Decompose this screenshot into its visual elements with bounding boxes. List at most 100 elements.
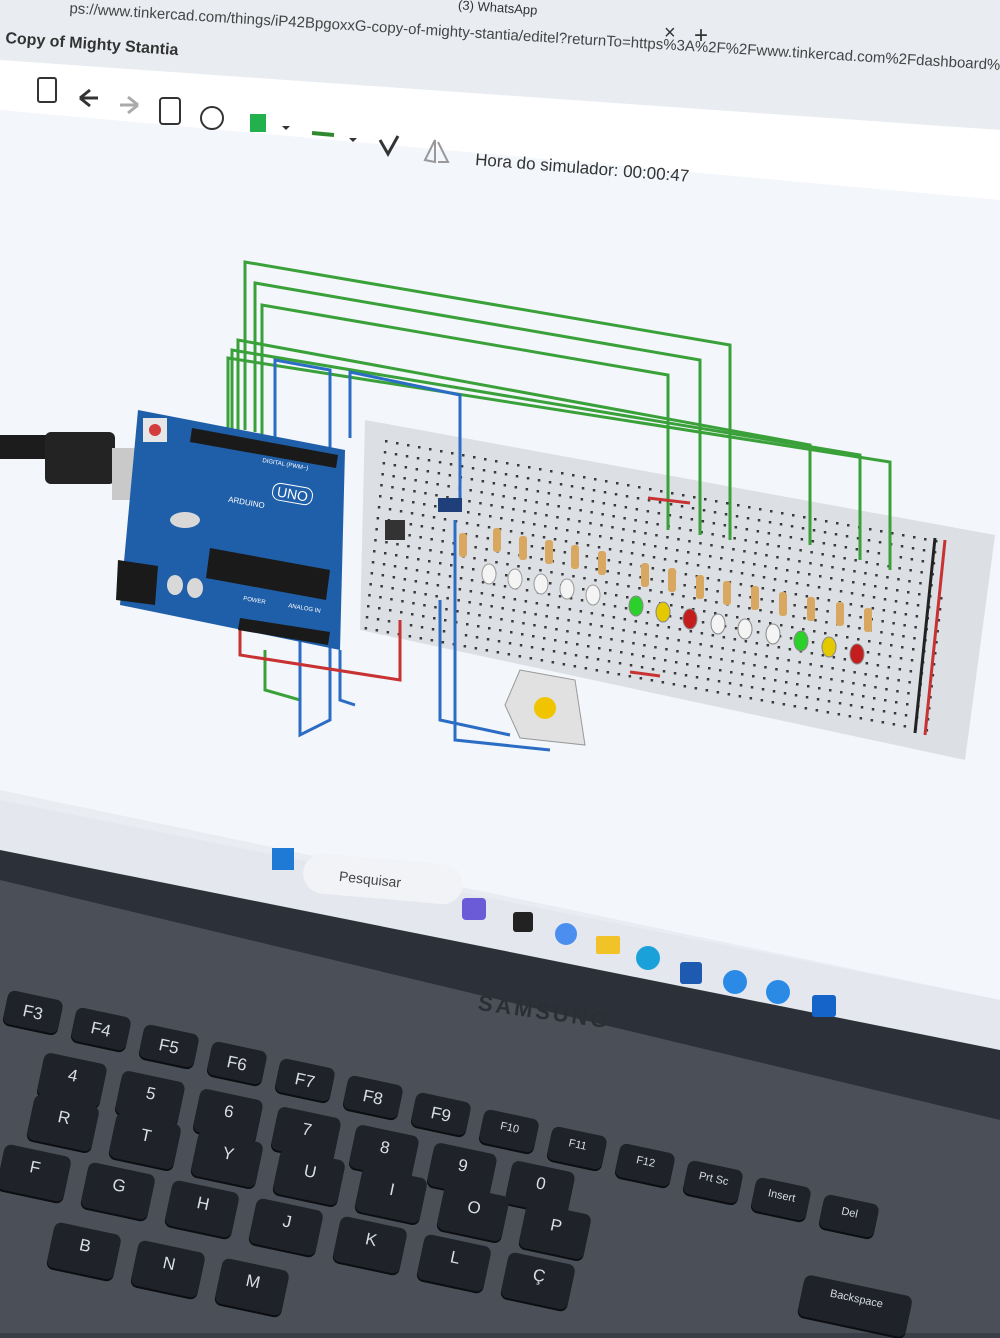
breadboard-hole [380,585,383,588]
breadboard-hole [882,710,886,713]
breadboard-hole [407,444,410,447]
breadboard-hole [449,463,453,466]
breadboard-hole [423,503,426,506]
new-tab-button[interactable]: + [694,22,709,49]
breadboard-hole [410,512,414,515]
breadboard-hole [607,660,611,663]
resistor [696,575,704,599]
breadboard-hole [421,514,425,517]
breadboard-hole [874,585,877,588]
breadboard-hole [493,471,497,474]
breadboard-hole [775,567,778,570]
breadboard-hole [502,495,505,498]
breadboard-hole [918,593,921,596]
breadboard-hole [532,635,535,638]
breadboard-hole [423,604,426,607]
breadboard-hole [684,674,688,677]
breadboard-hole [646,510,650,513]
breadboard-hole [611,627,614,630]
breadboard-hole [733,537,736,540]
breadboard-hole [645,521,648,524]
breadboard-hole [909,569,912,572]
breadboard-hole [734,627,738,630]
breadboard-hole [585,656,589,659]
breadboard-hole [878,541,882,544]
breadboard-hole [678,628,682,631]
breadboard-hole [669,503,673,506]
breadboard-hole [683,685,687,688]
breadboard-hole [650,679,654,682]
breadboard-hole [811,540,815,543]
breadboard-hole [704,498,707,501]
breadboard-hole [588,634,591,637]
breadboard-hole [558,595,562,598]
breadboard-hole [644,633,647,636]
breadboard-hole [890,644,893,647]
breadboard-hole [557,505,560,508]
breadboard-hole [841,680,844,683]
breadboard-hole [402,488,405,491]
breadboard-hole [507,653,511,656]
breadboard-hole [628,675,632,678]
breadboard-hole [513,497,516,500]
breadboard-hole [517,464,520,467]
breadboard-hole [511,519,514,522]
breadboard-hole [622,629,625,632]
chevron-down-icon [282,126,290,130]
breadboard-hole [853,671,856,674]
breadboard-hole [832,555,835,558]
close-icon[interactable]: × [664,22,676,44]
breadboard-hole [764,666,767,669]
breadboard-hole [709,656,712,659]
breadboard-hole [880,530,883,533]
breadboard-hole [546,604,550,607]
breadboard-hole [846,636,849,639]
breadboard-hole [652,556,656,559]
edge-icon [636,946,660,970]
breadboard-hole [711,533,714,536]
wire-style-icon [311,131,335,137]
copilot-icon [555,923,577,945]
breadboard-hole [902,635,905,638]
keyboard-deck [0,880,1000,1333]
breadboard-hole [789,637,793,640]
breadboard-hole [875,675,878,678]
breadboard-hole [715,601,718,604]
breadboard-hole [482,469,486,472]
trash-icon [37,77,57,103]
breadboard-hole [654,646,657,649]
breadboard-hole [678,527,681,530]
resistor [459,533,467,557]
breadboard-hole [733,638,737,641]
breadboard-hole [488,627,491,630]
breadboard-hole [873,697,876,700]
breadboard-hole [508,541,512,544]
breadboard-hole [521,633,524,636]
breadboard-hole [430,639,434,642]
breadboard-hole [564,540,568,543]
breadboard-hole [849,704,853,707]
breadboard-hole [572,474,575,477]
breadboard-hole [557,606,561,609]
breadboard-hole [612,616,616,619]
breadboard-hole [757,519,761,522]
breadboard-hole [638,486,641,489]
clipchamp-icon [462,898,486,920]
breadboard-hole [742,561,745,564]
breadboard-hole [392,475,395,478]
breadboard-hole [439,562,442,565]
breadboard-hole [402,589,405,592]
breadboard-hole [444,619,447,622]
breadboard-hole [936,630,939,633]
breadboard-hole [699,643,702,646]
breadboard-hole [632,642,635,645]
breadboard-hole [781,512,784,515]
breadboard-hole [509,530,513,533]
breadboard-hole [760,699,764,702]
breadboard-hole [514,486,518,489]
resistor [779,592,787,616]
breadboard-hole [748,607,751,610]
breadboard-hole [520,532,524,535]
breadboard-hole [796,683,799,686]
breadboard-hole [778,534,782,537]
